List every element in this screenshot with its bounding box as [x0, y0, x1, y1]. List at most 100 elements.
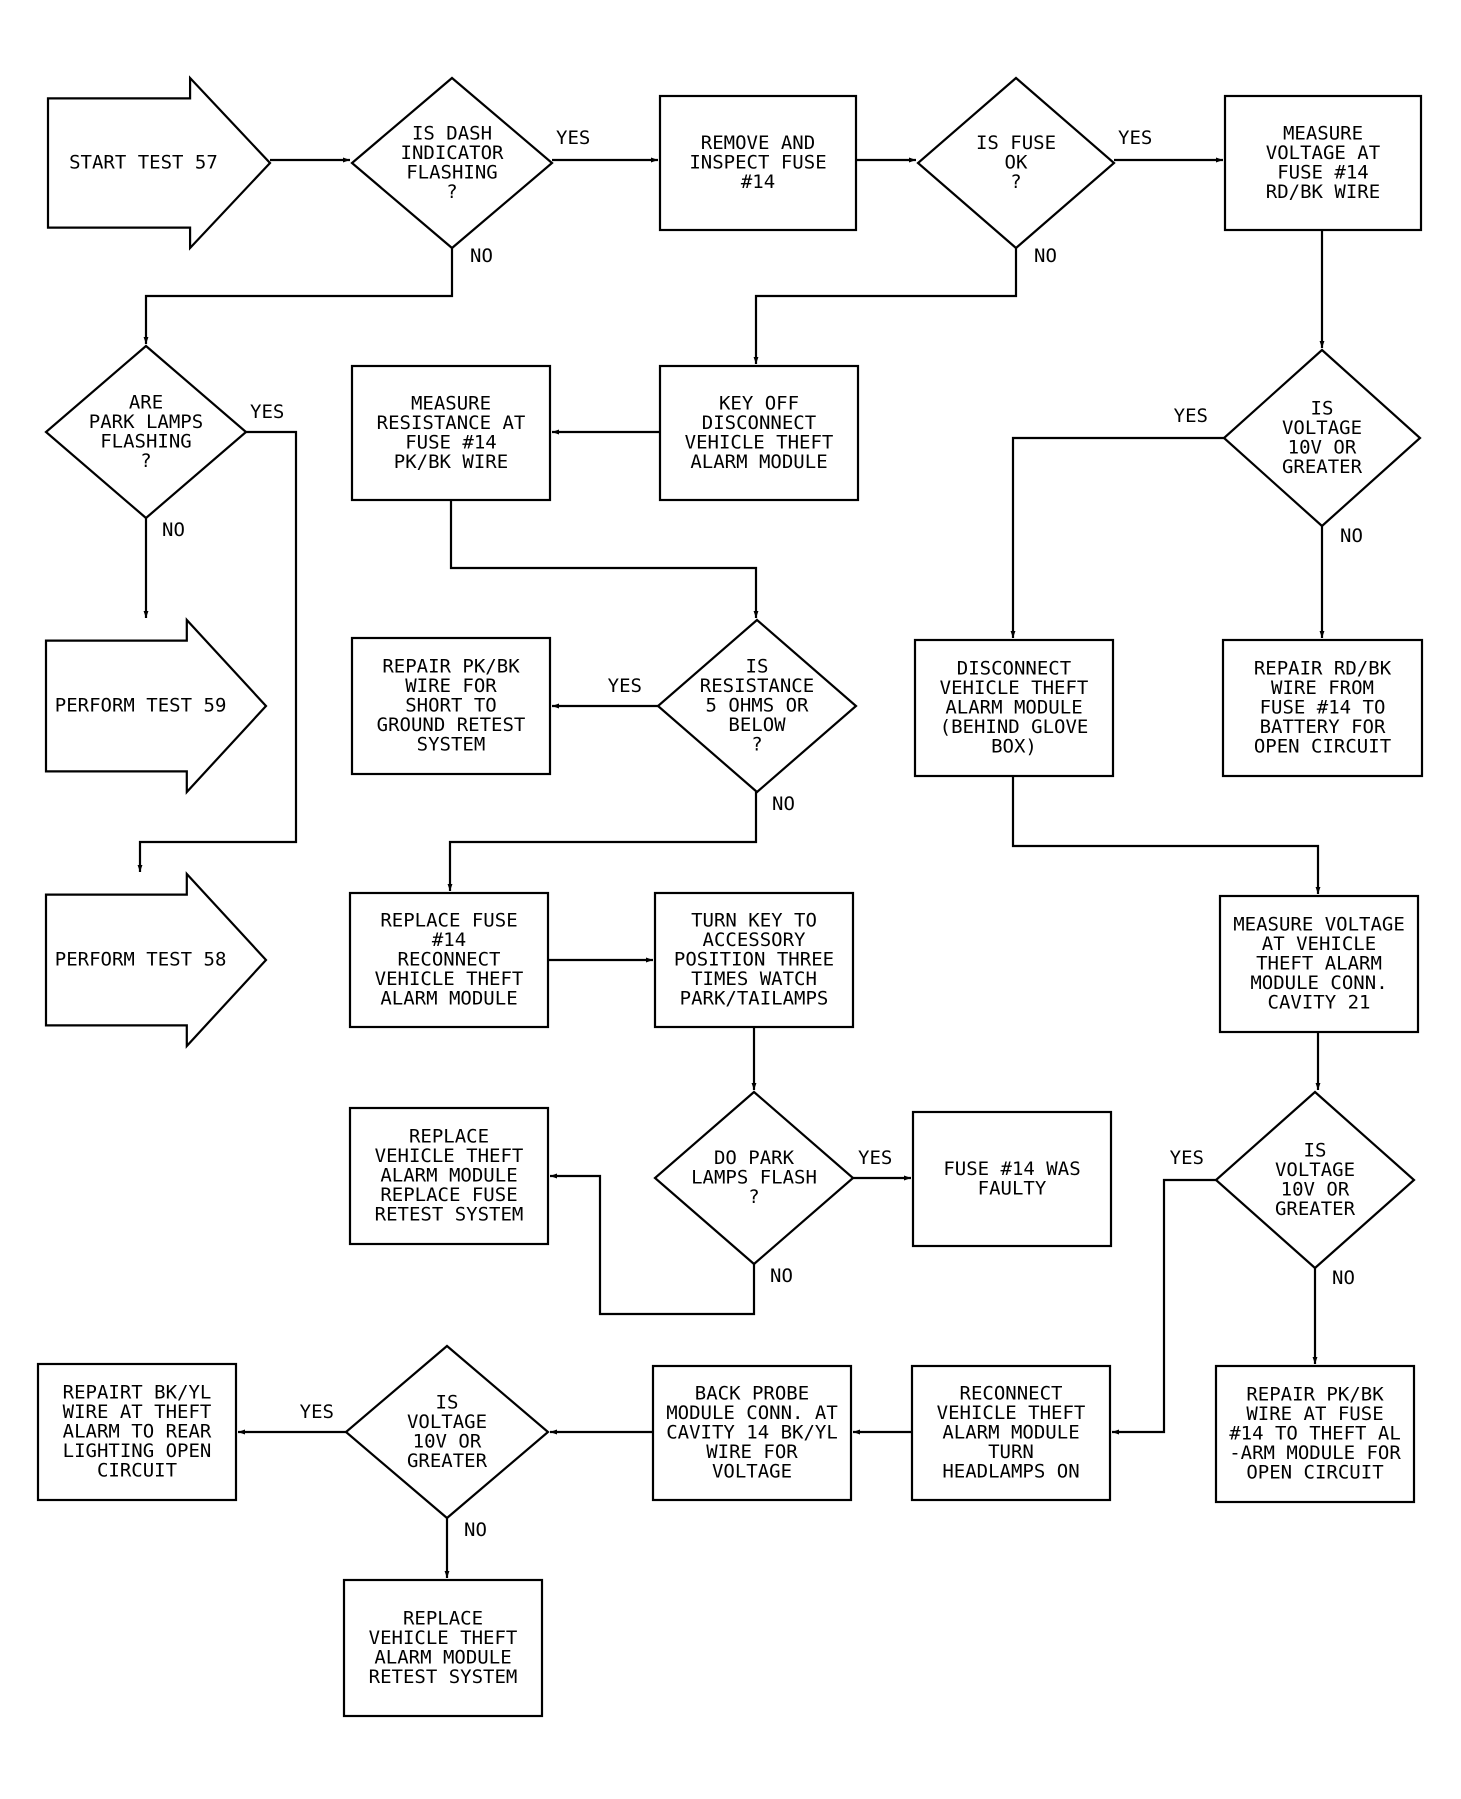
node-text-line: PARK/TAILAMPS	[680, 988, 829, 1010]
node-text-line: VOLTAGE AT	[1266, 142, 1380, 164]
node-text-line: REPLACE FUSE	[380, 1184, 517, 1206]
process-box	[658, 364, 860, 502]
node-text-line: (BEHIND GLOVE	[940, 716, 1089, 738]
process-box	[342, 1578, 544, 1718]
node-text-line: HEADLAMPS ON	[942, 1461, 1079, 1483]
node-text-line: ?	[748, 1186, 759, 1208]
connector-fuseok-to-keyoff	[753, 248, 1018, 364]
process-box	[653, 891, 855, 1029]
node-text-line: TIMES WATCH	[691, 968, 817, 990]
node-text-line: ALARM TO REAR	[63, 1421, 212, 1443]
node-text-line: #14	[432, 929, 466, 951]
decision-diamond	[44, 344, 248, 520]
node-text-line: RD/BK WIRE	[1266, 181, 1380, 203]
node-text-line: OPEN CIRCUIT	[1246, 1462, 1383, 1484]
process-box	[913, 638, 1115, 778]
node-text-line: FUSE #14	[405, 431, 497, 453]
process-box	[1214, 1364, 1416, 1504]
node-text-line: FUSE #14 TO	[1260, 697, 1386, 719]
node-text-line: VOLTAGE	[407, 1411, 487, 1433]
node-text-line: DO PARK	[714, 1147, 795, 1169]
process-box	[658, 94, 858, 232]
connector-dash-to-park	[143, 248, 454, 344]
node-text-line: ALARM MODULE	[380, 1165, 517, 1187]
node-text-line: ALARM MODULE	[380, 988, 517, 1010]
node-text-line: ALARM MODULE	[374, 1646, 511, 1668]
node-text-line: SHORT TO	[405, 695, 497, 717]
node-text-line: 10V OR	[1281, 1178, 1350, 1200]
node-text-line: DISCONNECT	[702, 412, 816, 434]
branch-label-yes: YES	[1174, 405, 1208, 427]
branch-label-yes: YES	[608, 675, 642, 697]
node-text-line: #14 TO THEFT AL	[1229, 1423, 1401, 1445]
node-text-line: RESISTANCE	[700, 675, 814, 697]
node-text-line: INSPECT FUSE	[689, 152, 826, 174]
node-text-line: IS	[746, 656, 769, 678]
connector-park-to-test58	[137, 430, 298, 872]
node-text-line: BATTERY FOR	[1260, 716, 1386, 738]
node-text-line: PERFORM TEST 58	[55, 949, 227, 971]
node-text-line: ?	[140, 450, 151, 472]
connector-volt2-to-reconnect	[1112, 1178, 1216, 1435]
node-text-line: ALARM MODULE	[942, 1422, 1079, 1444]
node-text-line: WIRE FOR	[706, 1441, 798, 1463]
node-text-line: MEASURE	[411, 392, 491, 414]
node-text-line: FLASHING	[406, 161, 498, 183]
process-box	[910, 1364, 1112, 1502]
node-text-line: REPAIR PK/BK	[382, 656, 520, 678]
decision-diamond	[344, 1344, 550, 1520]
node-text-line: ARE	[129, 391, 163, 413]
node-text-line: VEHICLE THEFT	[940, 677, 1089, 699]
branch-label-no: NO	[770, 1265, 793, 1287]
node-text-line: WIRE FOR	[405, 675, 497, 697]
node-text-line: CIRCUIT	[97, 1460, 177, 1482]
node-text-line: FLASHING	[100, 430, 192, 452]
node-text-line: LIGHTING OPEN	[63, 1440, 212, 1462]
node-text-line: VOLTAGE	[712, 1461, 792, 1483]
process-box	[350, 364, 552, 502]
node-text-line: THEFT ALARM	[1256, 953, 1382, 975]
node-text-line: MODULE CONN.	[1250, 972, 1387, 994]
connector-volt1-to-disconnect	[1010, 436, 1224, 638]
node-text-line: VEHICLE THEFT	[375, 1145, 524, 1167]
node-text-line: REPLACE	[403, 1607, 483, 1629]
node-text-line: REMOVE AND	[701, 132, 815, 154]
branch-label-yes: YES	[858, 1147, 892, 1169]
node-text-line: TURN	[988, 1441, 1034, 1463]
process-box	[350, 636, 552, 776]
node-text-line: DISCONNECT	[957, 658, 1071, 680]
decision-diamond	[656, 618, 858, 794]
decision-diamond	[350, 76, 554, 250]
node-text-line: WIRE AT FUSE	[1246, 1403, 1383, 1425]
node-text-line: CAVITY 21	[1268, 992, 1371, 1014]
node-text-line: CAVITY 14 BK/YL	[666, 1422, 838, 1444]
node-text-line: -ARM MODULE FOR	[1229, 1442, 1401, 1464]
node-text-line: 5 OHMS OR	[706, 695, 810, 717]
node-text-line: LAMPS FLASH	[691, 1167, 817, 1189]
branch-label-yes: YES	[250, 401, 284, 423]
node-text-line: FUSE #14 WAS	[943, 1158, 1080, 1180]
node-text-line: VOLTAGE	[1275, 1159, 1355, 1181]
terminal-arrow	[44, 617, 268, 795]
decision-diamond	[1214, 1090, 1416, 1270]
node-text-line: WIRE FROM	[1271, 677, 1374, 699]
node-text-line: ?	[1010, 171, 1021, 193]
process-box	[1223, 94, 1423, 232]
node-text-line: ALARM MODULE	[945, 697, 1082, 719]
node-text-line: REPLACE	[409, 1126, 489, 1148]
node-text-line: TURN KEY TO	[691, 910, 817, 932]
